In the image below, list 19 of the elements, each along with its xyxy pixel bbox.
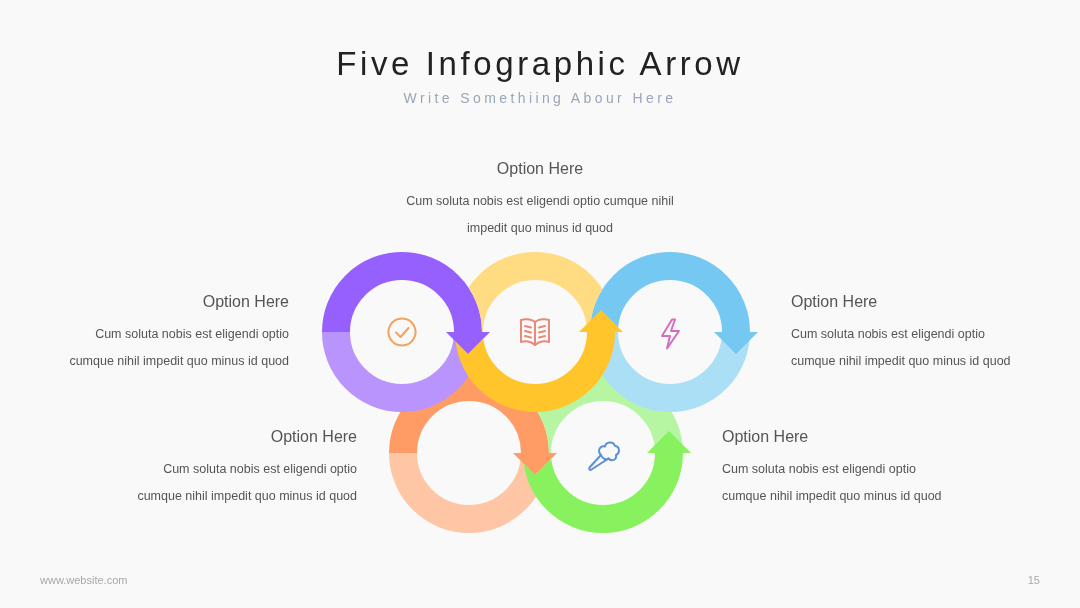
description: Cum soluta nobis est eligendi optio cumque nihil impedit quo minus id quod: [69, 327, 289, 368]
ring: [322, 252, 490, 412]
heading: Option Here: [202, 293, 289, 310]
description: Cum soluta nobis est eligendi optio cumque nihil impedit quo minus id quod: [137, 462, 357, 503]
description: Cum soluta nobis est eligendi optio cumque nihil impedit quo minus id quod: [791, 327, 1011, 368]
description: Cum soluta nobis est eligendi optio cumque nihil impedit quo minus id quod: [406, 194, 674, 235]
ring: [389, 373, 557, 533]
subtitle: Write Somethiing Abour Here: [403, 90, 677, 106]
ring: [523, 373, 691, 533]
heading: Option Here: [722, 428, 809, 445]
title: Five Infographic Arrow: [336, 45, 744, 82]
description: Cum soluta nobis est eligendi optio cumque nihil impedit quo minus id quod: [722, 462, 942, 503]
ring: [590, 252, 758, 412]
heading: Option Here: [496, 160, 584, 177]
heading: Option Here: [791, 293, 878, 310]
heading: Option Here: [270, 428, 357, 445]
footer-url: www.website.com: [40, 574, 128, 586]
page-number: 15: [1027, 574, 1040, 586]
ring: [455, 252, 623, 412]
